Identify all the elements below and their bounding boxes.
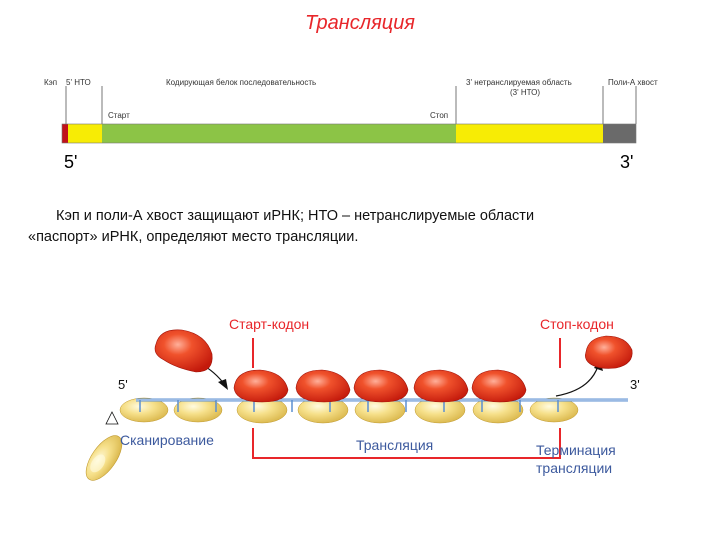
utr5-segment: [68, 124, 102, 143]
utr3-segment: [456, 124, 603, 143]
cap-segment: [62, 124, 68, 143]
large-subunit: [233, 369, 289, 403]
termination-label-line1: Терминация: [536, 442, 616, 458]
translation-bracket: [252, 428, 561, 459]
ribosome-5-end-label: 5': [118, 377, 128, 392]
small-subunit: [173, 397, 223, 423]
scanning-small-subunit: [85, 435, 123, 481]
small-subunit: [119, 397, 169, 423]
large-subunit: [413, 369, 469, 403]
coding-segment: [102, 124, 456, 143]
arrow-head: [218, 379, 228, 390]
polya-segment: [603, 124, 636, 143]
stop-label: Стоп: [430, 111, 449, 120]
utr3-label-line1: 3' нетранслируемая область: [466, 78, 572, 87]
large-subunits: [154, 329, 633, 403]
stop-codon-label: Стоп-кодон: [540, 316, 614, 332]
small-subunit: [529, 397, 579, 423]
termination-label-line2: трансляции: [536, 460, 612, 476]
large-subunit: [353, 369, 409, 403]
description-paragraph: Кэп и поли-А хвост защищают иРНК; НТО – …: [28, 206, 688, 248]
mrna-5-end-label: 5': [64, 152, 78, 172]
polya-label: Поли-А хвост: [608, 78, 658, 87]
small-subunits: [119, 396, 579, 424]
ribosome-diagram: Старт-кодон Стоп-кодон 5' 3': [85, 316, 640, 481]
scanning-label: Сканирование: [120, 432, 214, 448]
description-line-1: Кэп и поли-А хвост защищают иРНК; НТО – …: [56, 208, 535, 224]
ribosome-exit-arrow: [555, 365, 599, 397]
mrna-3-end-label: 3': [620, 152, 634, 172]
start-label: Старт: [108, 111, 130, 120]
translation-label: Трансляция: [356, 437, 433, 453]
utr5-label: 5' НТО: [66, 78, 91, 87]
description-line-2: «паспорт» иРНК, определяют место трансля…: [28, 229, 359, 245]
large-subunit: [471, 369, 527, 403]
large-subunit: [295, 369, 351, 403]
large-subunit-incoming: [154, 329, 213, 373]
cap-label: Кэп: [44, 78, 58, 87]
scanning-arrow-head: [105, 411, 119, 425]
coding-label: Кодирующая белок последовательность: [166, 78, 317, 87]
ribosome-3-end-label: 3': [630, 377, 640, 392]
mrna-scheme: [61, 86, 637, 144]
mrna-bar-outline: [61, 123, 637, 144]
utr3-label-line2: (3' НТО): [510, 88, 541, 97]
large-subunit-released: [585, 335, 633, 369]
page-title: Трансляция: [304, 12, 415, 34]
start-codon-label: Старт-кодон: [229, 316, 309, 332]
